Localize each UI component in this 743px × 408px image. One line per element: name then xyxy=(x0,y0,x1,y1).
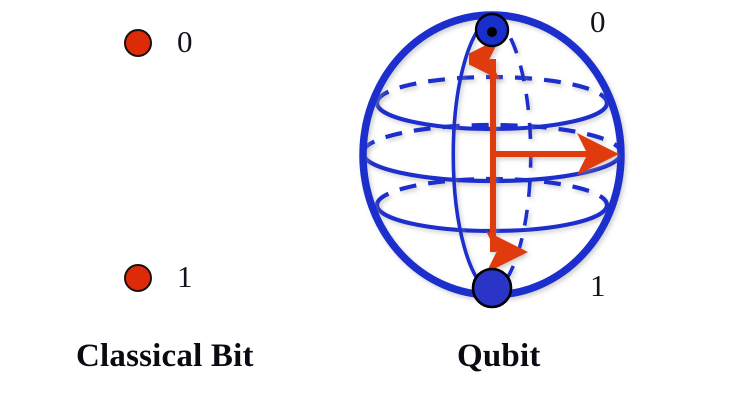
south-pole-marker xyxy=(471,267,513,309)
north-pole-center-dot-icon xyxy=(487,27,497,37)
classical-bit-state-1-label: 1 xyxy=(177,259,193,294)
classical-bit-state-1: 1 xyxy=(124,259,193,294)
classical-bit-state-0: 0 xyxy=(124,24,193,59)
qubit-north-pole-label: 0 xyxy=(590,4,606,39)
state-vectors xyxy=(458,37,619,273)
sphere-poles xyxy=(471,12,513,309)
classical-bit-state-0-label: 0 xyxy=(177,24,193,59)
classical-bit-caption: Classical Bit xyxy=(76,338,254,374)
filled-circle-icon xyxy=(124,28,152,57)
filled-circle-icon xyxy=(124,263,152,292)
qubit-south-pole-label: 1 xyxy=(590,268,606,303)
qubit-caption: Qubit xyxy=(457,338,541,374)
